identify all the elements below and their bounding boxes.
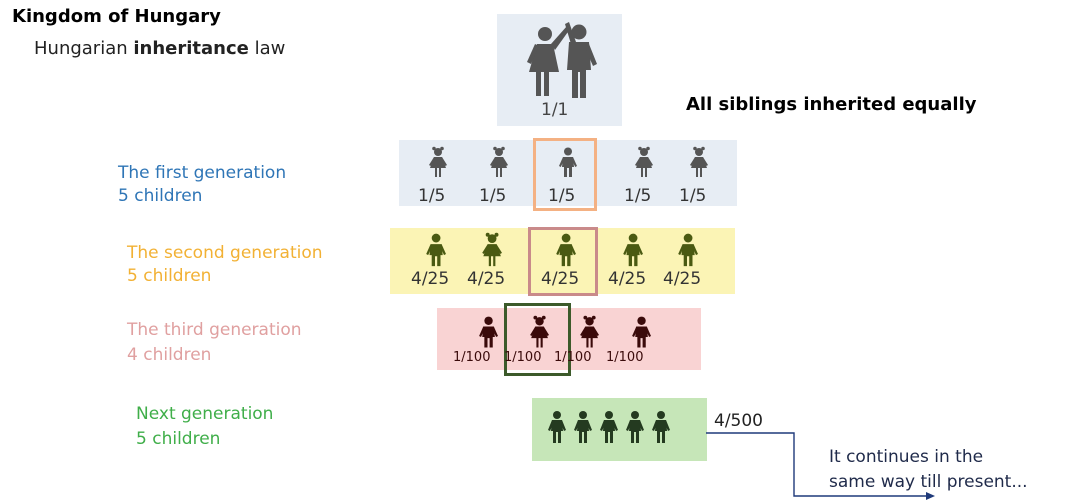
gen2-child-fraction: 4/25	[467, 269, 506, 289]
gen4-child-icon	[612, 420, 618, 431]
gen1-label-line2: 5 children	[118, 186, 203, 206]
gen1-child-fraction: 1/5	[624, 186, 652, 206]
five-children-icon-row	[548, 411, 670, 443]
gen1-child-girl-icon	[690, 146, 708, 177]
gen2-highlight-frame	[528, 227, 598, 296]
page-title: Kingdom of Hungary	[12, 6, 221, 27]
gen4-child-icon	[603, 420, 615, 443]
gen2-child-fraction: 4/25	[663, 269, 702, 289]
gen3-child-fraction: 1/100	[453, 350, 491, 365]
gen4-fraction: 4/500	[714, 411, 763, 431]
root-box: 1/1	[497, 14, 622, 126]
gen4-child-icon	[638, 420, 644, 431]
gen4-child-icon	[560, 420, 566, 431]
gen1-child-fraction: 1/5	[548, 186, 576, 206]
gen1-label-line1: The first generation	[118, 163, 287, 183]
continuation-note-line2: same way till present...	[829, 472, 1028, 492]
gen4-child-icon	[626, 420, 632, 431]
continuation-note: It continues in the same way till presen…	[829, 445, 1028, 495]
gen4-child-icon	[574, 420, 580, 431]
continuation-note-line1: It continues in the	[829, 447, 984, 467]
gen4-child-icon	[629, 420, 641, 443]
gen2-label-line1: The second generation	[127, 243, 323, 263]
gen1-child-boy-icon	[559, 147, 577, 177]
gen3-child-fraction: 1/100	[504, 350, 542, 365]
gen1-highlight-frame	[533, 138, 597, 211]
gen2-child-fraction: 4/25	[608, 269, 647, 289]
continuation-arrow	[706, 432, 935, 500]
gen4-label-line2: 5 children	[136, 429, 221, 449]
gen4-child-icon	[553, 411, 561, 419]
gen3-label-line2: 4 children	[127, 345, 212, 365]
gen3-label-line1: The third generation	[127, 320, 302, 340]
gen3-child-girl-icon	[580, 315, 600, 348]
gen4-label: Next generation 5 children	[136, 402, 273, 452]
gen2-label: The second generation 5 children	[127, 242, 323, 288]
gen1-label: The first generation 5 children	[118, 162, 286, 208]
gen3-child-fraction: 1/100	[554, 350, 592, 365]
gen2-child-boy-icon	[678, 233, 698, 267]
gen4-child-icon	[551, 420, 563, 443]
subtitle-prefix: Hungarian	[34, 38, 134, 59]
gen2-child-fraction: 4/25	[541, 269, 580, 289]
gen1-child-fraction: 1/5	[479, 186, 507, 206]
gen1-child-girl-icon	[429, 146, 447, 177]
gen4-child-icon	[657, 411, 665, 419]
gen4-child-icon	[631, 411, 639, 419]
gen4-child-icon	[664, 420, 670, 431]
gen4-child-icon	[652, 420, 658, 431]
gen2-label-line2: 5 children	[127, 266, 212, 286]
gen2-child-fraction: 4/25	[411, 269, 450, 289]
gen2-child-boy-icon	[556, 233, 576, 267]
gen4-child-icon	[579, 411, 587, 419]
gen1-child-fraction: 1/5	[418, 186, 446, 206]
gen1-child-girl-icon	[490, 146, 508, 177]
gen4-child-icon	[548, 420, 554, 431]
gen2-child-boy-icon	[426, 233, 446, 267]
gen3-child-fraction: 1/100	[606, 350, 644, 365]
gen2-child-boy-icon	[623, 233, 643, 267]
gen4-child-icon	[655, 420, 667, 443]
page-subtitle: Hungarian inheritance law	[34, 38, 285, 59]
root-fraction: 1/1	[541, 100, 569, 120]
gen3-child-boy-icon	[632, 316, 652, 348]
gen4-child-icon	[600, 420, 606, 431]
gen3-child-boy-icon	[479, 316, 499, 348]
gen3-child-girl-icon	[530, 315, 550, 348]
gen3-highlight-frame	[504, 303, 571, 376]
parents-icon	[527, 22, 597, 98]
gen4-box	[532, 398, 707, 461]
subtitle-bold: inheritance	[133, 38, 249, 59]
gen4-label-line1: Next generation	[136, 404, 274, 424]
gen3-label: The third generation 4 children	[127, 318, 302, 368]
gen4-child-icon	[577, 420, 589, 443]
gen2-child-girl-icon	[482, 232, 502, 267]
subtitle-suffix: law	[248, 38, 286, 59]
gen4-child-icon	[605, 411, 613, 419]
gen4-child-icon	[586, 420, 592, 431]
gen1-child-fraction: 1/5	[679, 186, 707, 206]
gen1-child-girl-icon	[635, 146, 653, 177]
equal-inheritance-note: All siblings inherited equally	[686, 94, 977, 115]
